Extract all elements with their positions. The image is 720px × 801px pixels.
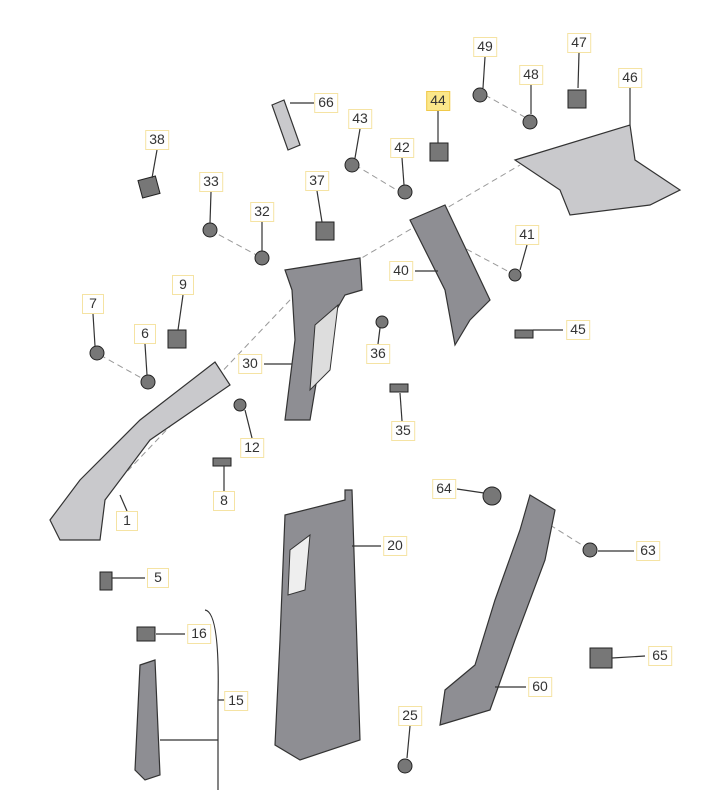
callout-37[interactable]: 37 [305, 171, 329, 191]
callout-16[interactable]: 16 [187, 624, 211, 644]
small-fasteners [89, 87, 613, 774]
callout-6[interactable]: 6 [134, 324, 156, 344]
seal-strip [271, 99, 301, 151]
callout-65[interactable]: 65 [648, 646, 672, 666]
callout-42[interactable]: 42 [390, 138, 414, 158]
callout-7[interactable]: 7 [82, 294, 104, 314]
callout-49[interactable]: 49 [473, 37, 497, 57]
callout-66[interactable]: 66 [314, 93, 338, 113]
callout-35[interactable]: 35 [391, 421, 415, 441]
callout-9[interactable]: 9 [172, 275, 194, 295]
callout-64[interactable]: 64 [432, 479, 456, 499]
assembly-line [99, 354, 146, 381]
lower-b-pillar-trim [274, 489, 361, 761]
assembly-line [209, 229, 263, 259]
callout-25[interactable]: 25 [398, 706, 422, 726]
callout-44-highlighted[interactable]: 44 [426, 91, 450, 111]
callout-45[interactable]: 45 [566, 320, 590, 340]
b-pillar-opening [287, 533, 311, 596]
callout-43[interactable]: 43 [348, 109, 372, 129]
callout-47[interactable]: 47 [567, 33, 591, 53]
callout-63[interactable]: 63 [636, 541, 660, 561]
callout-20[interactable]: 20 [383, 536, 407, 556]
callout-8[interactable]: 8 [213, 491, 235, 511]
b-pillar-window [309, 303, 339, 392]
assembly-line [354, 164, 406, 196]
callout-30[interactable]: 30 [238, 354, 262, 374]
callout-12[interactable]: 12 [240, 438, 264, 458]
callout-15[interactable]: 15 [224, 691, 248, 711]
assembly-line [484, 94, 531, 121]
callout-33[interactable]: 33 [199, 172, 223, 192]
c-pillar-trim [409, 204, 491, 347]
d-pillar-trim [513, 124, 682, 216]
callout-5[interactable]: 5 [147, 568, 169, 588]
callout-48[interactable]: 48 [519, 65, 543, 85]
callout-40[interactable]: 40 [389, 261, 413, 281]
callout-46[interactable]: 46 [618, 68, 642, 88]
assembly-line [549, 524, 591, 551]
sill-trim [439, 494, 556, 726]
callout-41[interactable]: 41 [515, 225, 539, 245]
trim-strip [134, 659, 161, 781]
callout-1[interactable]: 1 [116, 511, 138, 531]
callout-32[interactable]: 32 [250, 202, 274, 222]
callout-60[interactable]: 60 [528, 677, 552, 697]
leader-lines [92, 52, 646, 790]
a-pillar-trim [49, 361, 231, 541]
callout-36[interactable]: 36 [366, 344, 390, 364]
callout-38[interactable]: 38 [145, 130, 169, 150]
